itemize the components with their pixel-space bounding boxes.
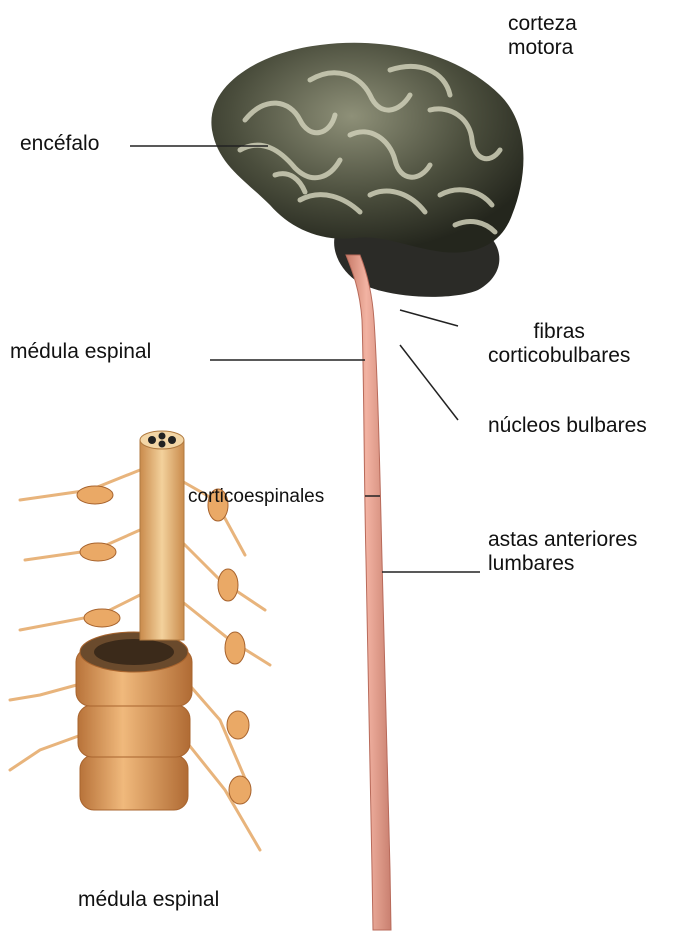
label-corteza-motora: corteza motora <box>508 12 577 60</box>
vertebra-middle <box>78 705 190 757</box>
label-medula-espinal: médula espinal <box>10 340 151 364</box>
label-astas-anteriores-lumbares: astas anteriores lumbares <box>488 528 637 576</box>
label-encefalo: encéfalo <box>20 132 99 156</box>
label-nucleos-bulbares: núcleos bulbares <box>488 414 647 438</box>
label-medula-espinal-detail: médula espinal <box>78 888 219 912</box>
label-corticoespinales: corticoespinales <box>188 486 324 508</box>
label-fibras-corticobulbares: fibras corticobulbares <box>488 320 630 368</box>
brain <box>211 43 523 297</box>
leader-fibras <box>400 310 458 326</box>
vertebra-lower <box>80 755 188 810</box>
cord-segment <box>140 440 184 640</box>
spinal-cord <box>346 255 391 930</box>
leader-nucleos <box>400 345 458 420</box>
